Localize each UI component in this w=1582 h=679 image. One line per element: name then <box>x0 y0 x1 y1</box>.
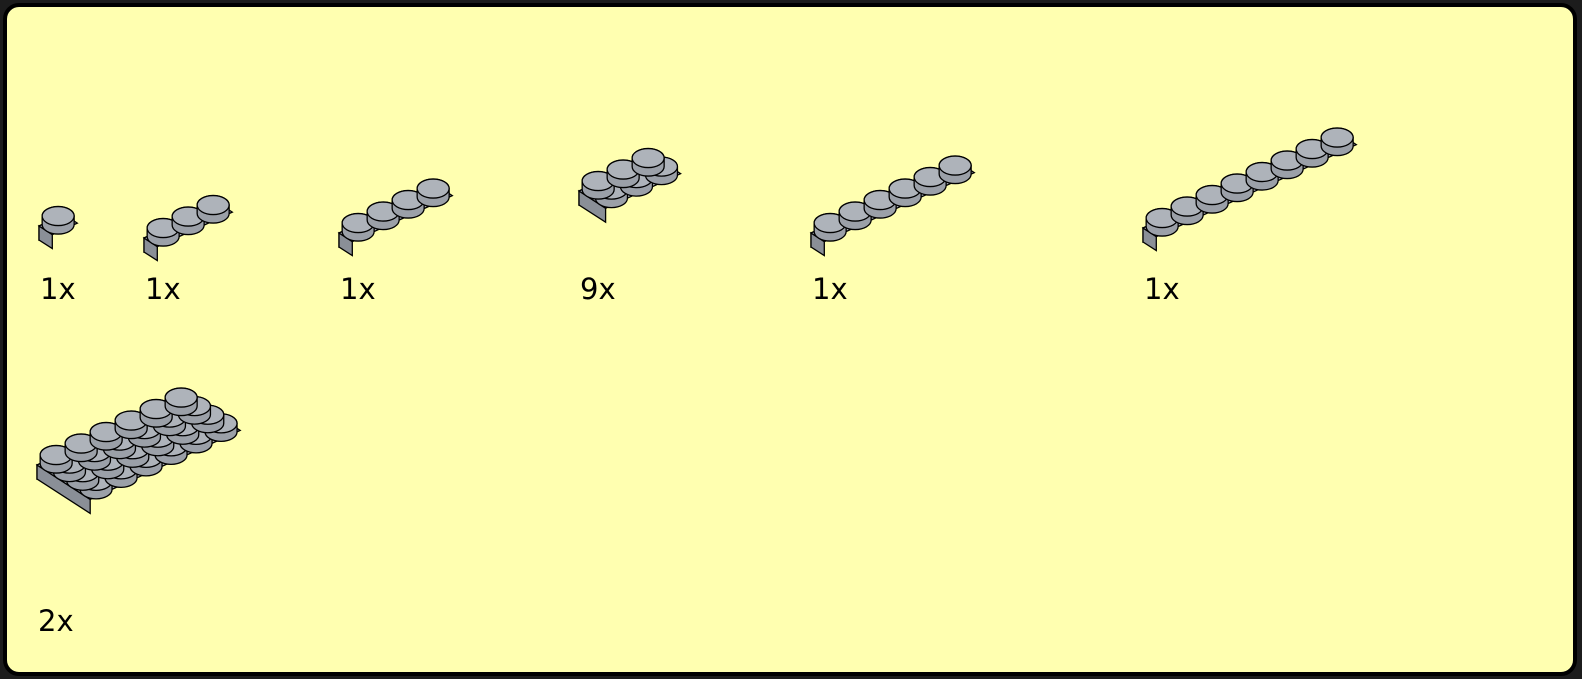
part-plate-1x4 <box>337 178 454 257</box>
stud <box>606 159 640 189</box>
part-plate-2x3 <box>577 147 682 224</box>
stud <box>913 166 947 196</box>
quantity-label-plate-1x4: 1x <box>340 272 376 306</box>
part-plate-1x3 <box>142 194 234 262</box>
stud <box>89 421 123 451</box>
stud <box>146 217 180 247</box>
stud <box>1270 150 1304 180</box>
stud <box>838 201 872 231</box>
quantity-label-plate-4x6: 2x <box>38 604 74 638</box>
parts-list-panel: 1x 1x 1x 9x 1x 1x 2x <box>3 3 1577 676</box>
stud <box>1220 173 1254 203</box>
quantity-label-plate-1x1: 1x <box>40 272 76 306</box>
quantity-label-plate-1x8: 1x <box>1144 272 1180 306</box>
quantity-label-plate-1x6: 1x <box>812 272 848 306</box>
stud <box>196 194 230 224</box>
parts-illustration <box>35 127 1358 515</box>
stud <box>938 155 972 185</box>
stud <box>341 212 375 242</box>
stud <box>171 206 205 236</box>
stud <box>581 170 615 200</box>
stud <box>164 387 198 417</box>
quantity-label-plate-1x3: 1x <box>145 272 181 306</box>
part-plate-4x6 <box>35 387 242 515</box>
quantity-label-plate-2x3: 9x <box>580 272 616 306</box>
stud <box>64 433 98 463</box>
stud <box>631 147 665 177</box>
stud <box>888 178 922 208</box>
stud <box>391 189 425 219</box>
stud <box>41 205 75 235</box>
stud <box>863 189 897 219</box>
part-plate-1x6 <box>809 155 976 257</box>
stud <box>416 178 450 208</box>
part-plate-1x8 <box>1141 127 1358 252</box>
part-plate-1x1 <box>37 205 79 250</box>
stud <box>114 410 148 440</box>
stud <box>1320 127 1354 157</box>
stud <box>366 201 400 231</box>
